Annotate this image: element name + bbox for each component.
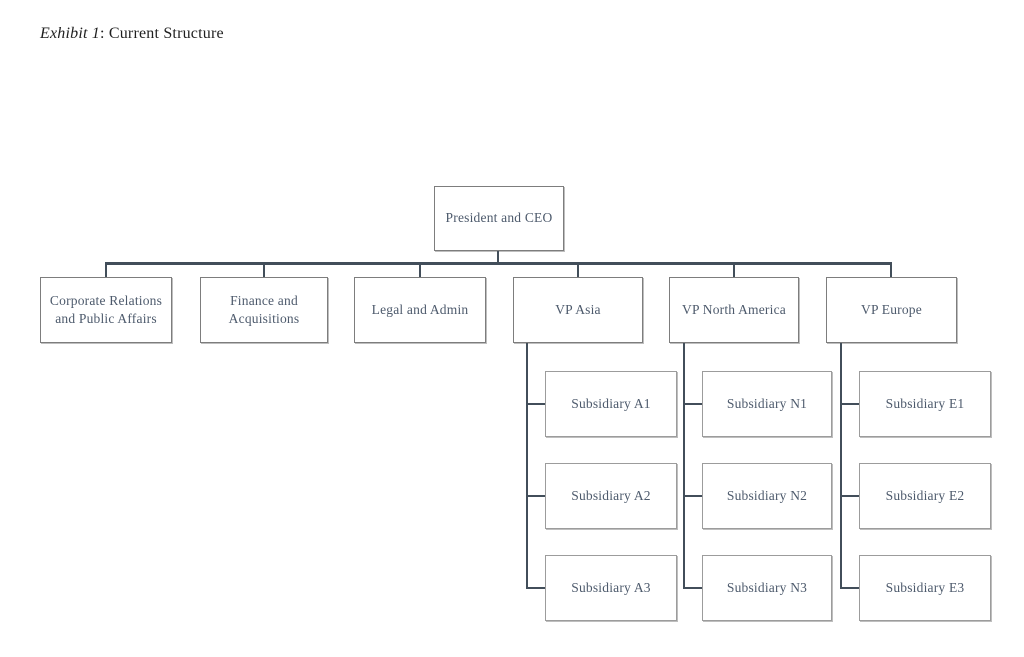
org-node-subsidiary-a3: Subsidiary A3 bbox=[545, 555, 677, 621]
connector-stub-subsidiary-e2 bbox=[842, 495, 859, 497]
connector-drop-finance-acquisitions bbox=[263, 265, 265, 277]
title-text: : Current Structure bbox=[100, 25, 224, 42]
org-node-vp-north-america: VP North America bbox=[669, 277, 799, 343]
org-node-subsidiary-n1: Subsidiary N1 bbox=[702, 371, 832, 437]
connector-vp-asia-vertical bbox=[526, 343, 528, 589]
connector-stub-subsidiary-n1 bbox=[685, 403, 702, 405]
exhibit-label: Exhibit 1 bbox=[40, 25, 101, 42]
connector-stub-subsidiary-n2 bbox=[685, 495, 702, 497]
org-node-subsidiary-a2: Subsidiary A2 bbox=[545, 463, 677, 529]
connector-drop-legal-admin bbox=[419, 265, 421, 277]
connector-stub-subsidiary-e3 bbox=[842, 587, 859, 589]
connector-stub-subsidiary-n3 bbox=[685, 587, 702, 589]
org-node-subsidiary-n2: Subsidiary N2 bbox=[702, 463, 832, 529]
connector-president-drop bbox=[497, 251, 499, 263]
org-node-finance-acquisitions: Finance and Acquisitions bbox=[200, 277, 328, 343]
org-node-president-ceo: President and CEO bbox=[434, 186, 564, 251]
connector-drop-vp-asia bbox=[577, 265, 579, 277]
org-node-subsidiary-a1: Subsidiary A1 bbox=[545, 371, 677, 437]
connector-stub-subsidiary-a1 bbox=[528, 403, 545, 405]
connector-drop-vp-europe bbox=[890, 265, 892, 277]
connector-drop-vp-north-america bbox=[733, 265, 735, 277]
org-node-vp-asia: VP Asia bbox=[513, 277, 643, 343]
connector-main-horizontal bbox=[105, 262, 892, 265]
org-node-vp-europe: VP Europe bbox=[826, 277, 957, 343]
connector-vp-europe-vertical bbox=[840, 343, 842, 589]
connector-stub-subsidiary-a3 bbox=[528, 587, 545, 589]
org-node-subsidiary-e3: Subsidiary E3 bbox=[859, 555, 991, 621]
page-title: Exhibit 1: Current Structure bbox=[40, 25, 224, 43]
connector-stub-subsidiary-e1 bbox=[842, 403, 859, 405]
org-node-subsidiary-e1: Subsidiary E1 bbox=[859, 371, 991, 437]
org-node-subsidiary-n3: Subsidiary N3 bbox=[702, 555, 832, 621]
connector-vp-north-america-vertical bbox=[683, 343, 685, 589]
connector-stub-subsidiary-a2 bbox=[528, 495, 545, 497]
org-node-corporate-relations: Corporate Relations and Public Affairs bbox=[40, 277, 172, 343]
connector-drop-corporate-relations bbox=[105, 265, 107, 277]
org-node-legal-admin: Legal and Admin bbox=[354, 277, 486, 343]
org-node-subsidiary-e2: Subsidiary E2 bbox=[859, 463, 991, 529]
